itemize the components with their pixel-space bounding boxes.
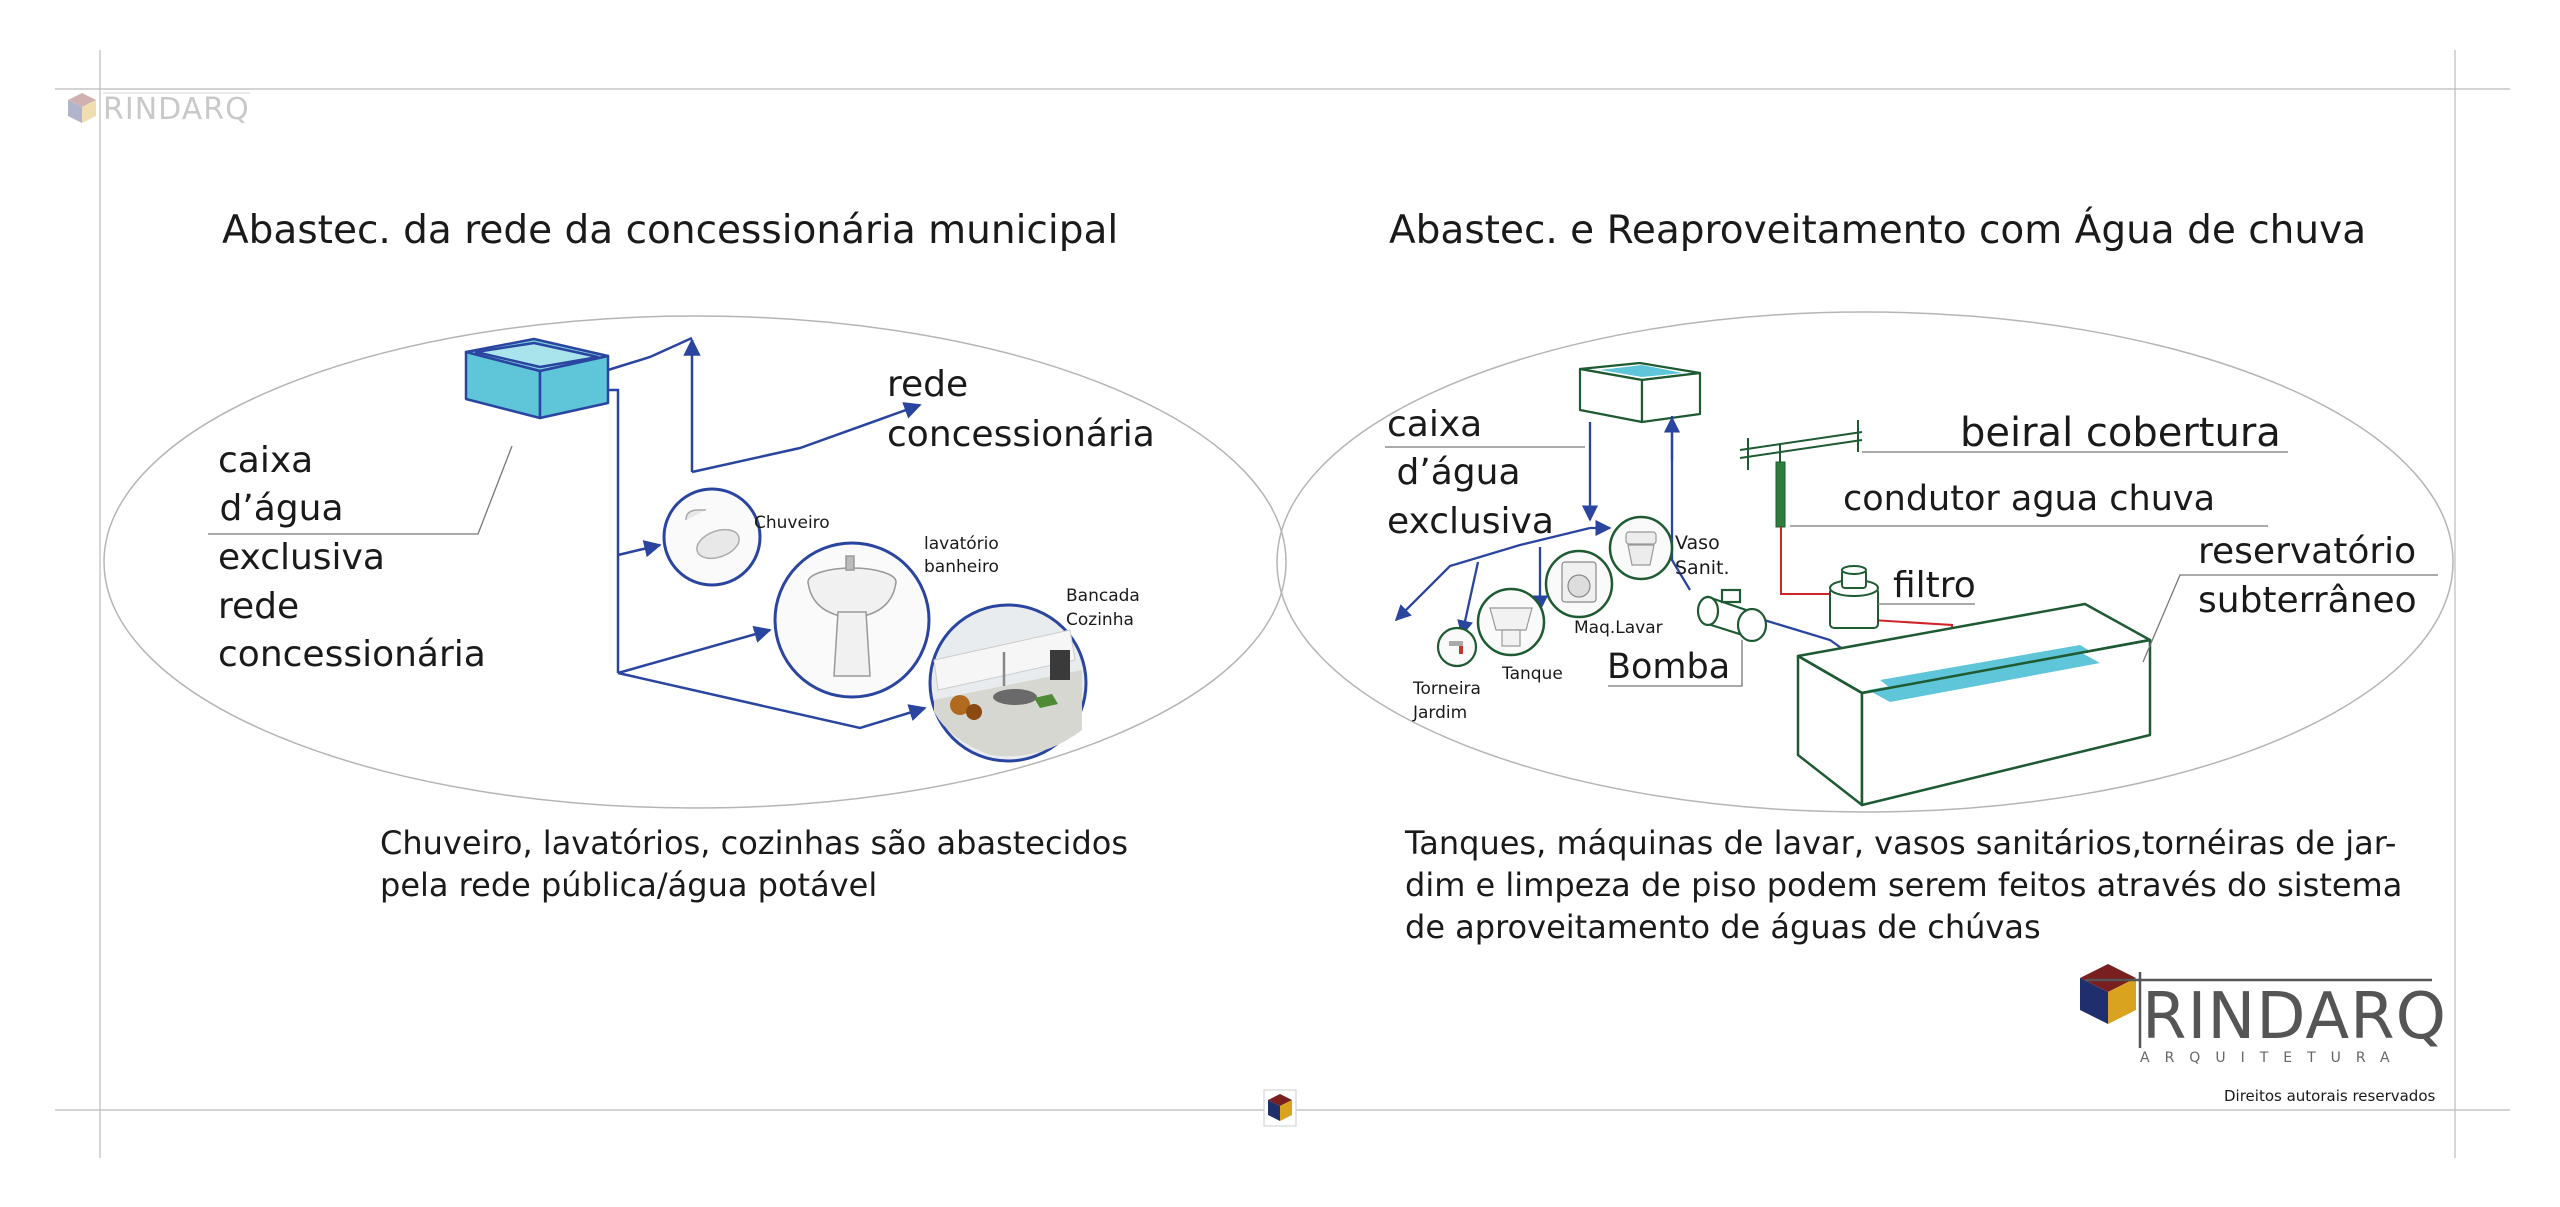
toilet-label: Vaso Sanit. xyxy=(1675,532,1730,579)
svg-text:rede: rede xyxy=(887,364,968,405)
laundry-sink-icon xyxy=(1489,607,1533,647)
svg-text:concessionária: concessionária xyxy=(218,634,486,675)
washer-fixture: Maq.Lavar xyxy=(1544,549,1663,638)
svg-text:dim e limpeza de piso podem se: dim e limpeza de piso podem serem feitos… xyxy=(1405,866,2402,904)
right-tank-label: caixa d’água exclusiva xyxy=(1385,404,1554,542)
svg-text:Torneira: Torneira xyxy=(1412,679,1481,699)
left-supply-label: rede concessionária xyxy=(887,364,1155,455)
sink-label: lavatório banheiro xyxy=(924,534,999,577)
cube-icon xyxy=(2080,964,2136,1024)
svg-text:Tanques, máquinas de lavar, va: Tanques, máquinas de lavar, vasos sanitá… xyxy=(1404,824,2396,862)
svg-text:d’água: d’água xyxy=(1385,452,1521,493)
kitchen-fixture: Bancada Cozinha xyxy=(928,586,1140,763)
garden-tap-icon xyxy=(1449,641,1463,654)
kitchen-counter-icon xyxy=(933,629,1082,757)
watermark-brand-name: RINDARQ xyxy=(103,92,250,127)
washer-label: Maq.Lavar xyxy=(1574,618,1663,638)
shower-fixture: Chuveiro xyxy=(662,487,830,587)
footer-cube-icon xyxy=(1263,1089,1297,1127)
left-water-tank xyxy=(464,337,610,420)
brand-subtitle: ARQUITETURA xyxy=(2140,1050,2405,1066)
filter-label: filtro xyxy=(1893,565,1976,606)
eave-label: beiral cobertura xyxy=(1960,410,2281,456)
filter: filtro xyxy=(1829,565,1976,629)
cube-icon xyxy=(68,93,96,123)
right-title: Abastec. e Reaproveitamento com Água de … xyxy=(1389,206,2366,253)
toilet-icon xyxy=(1625,531,1657,566)
eave xyxy=(1739,420,1863,470)
right-caption: Tanques, máquinas de lavar, vasos sanitá… xyxy=(1404,824,2402,946)
svg-text:exclusiva: exclusiva xyxy=(1387,501,1554,542)
downpipe xyxy=(1775,461,1786,528)
garden-tap-fixture: Torneira Jardim xyxy=(1412,626,1481,723)
kitchen-label: Bancada Cozinha xyxy=(1066,586,1140,630)
underground-reservoir xyxy=(1796,602,2152,807)
svg-text:caixa: caixa xyxy=(1387,404,1482,445)
bathroom-sink-fixture: lavatório banheiro xyxy=(773,534,999,699)
svg-text:subterrâneo: subterrâneo xyxy=(2198,580,2417,621)
shower-head-icon xyxy=(685,509,740,560)
reservoir-label: reservatório subterrâneo xyxy=(2198,531,2417,621)
left-supply-pipes xyxy=(607,336,927,730)
svg-text:rede: rede xyxy=(218,586,299,627)
svg-text:reservatório: reservatório xyxy=(2198,531,2416,572)
washing-machine-icon xyxy=(1561,561,1597,603)
left-tank-label: caixa d’água exclusiva rede concessionár… xyxy=(208,440,486,675)
svg-text:Cozinha: Cozinha xyxy=(1066,610,1134,630)
shower-label: Chuveiro xyxy=(754,513,830,533)
svg-text:exclusiva: exclusiva xyxy=(218,537,385,578)
laundry-tank-fixture: Tanque xyxy=(1476,587,1563,684)
pedestal-sink-icon xyxy=(807,555,897,677)
svg-text:Chuveiro, lavatórios, cozinhas: Chuveiro, lavatórios, cozinhas são abast… xyxy=(380,824,1128,862)
left-caption: Chuveiro, lavatórios, cozinhas são abast… xyxy=(380,824,1128,904)
left-tank-label-leader xyxy=(208,445,513,535)
toilet-fixture: Vaso Sanit. xyxy=(1608,515,1730,581)
svg-text:caixa: caixa xyxy=(218,440,313,481)
left-title: Abastec. da rede da concessionária munic… xyxy=(222,208,1118,253)
page-frame xyxy=(55,50,2510,1158)
svg-text:Sanit.: Sanit. xyxy=(1675,557,1730,579)
svg-text:d’água: d’água xyxy=(208,488,344,529)
left-ellipse xyxy=(103,315,1287,809)
watermark-logo: RINDARQ xyxy=(68,92,250,127)
brand-name: RINDARQ xyxy=(2142,980,2447,1054)
svg-text:concessionária: concessionária xyxy=(887,414,1155,455)
svg-text:lavatório: lavatório xyxy=(924,534,999,554)
svg-text:Vaso: Vaso xyxy=(1675,532,1720,554)
filter-icon xyxy=(1829,565,1879,629)
reservoir-label-leader xyxy=(2142,574,2438,663)
laundry-tank-label: Tanque xyxy=(1501,664,1563,684)
svg-text:de aproveitamento de águas de: de aproveitamento de águas de chúvas xyxy=(1405,908,2041,946)
pump-label-leader xyxy=(1608,640,1743,687)
downpipe-label: condutor agua chuva xyxy=(1843,479,2215,519)
right-water-tank xyxy=(1578,361,1702,424)
pump-icon xyxy=(1696,588,1768,643)
right-ellipse xyxy=(1276,311,2454,813)
svg-text:banheiro: banheiro xyxy=(924,557,999,577)
svg-text:pela rede pública/água potável: pela rede pública/água potável xyxy=(380,866,877,904)
pump: Bomba xyxy=(1607,588,1768,687)
copyright-text: Direitos autorais reservados xyxy=(2224,1087,2436,1105)
brand-logo: RINDARQ ARQUITETURA xyxy=(2080,964,2447,1066)
pump-label: Bomba xyxy=(1607,647,1730,687)
garden-tap-label: Torneira Jardim xyxy=(1412,679,1481,723)
svg-text:Jardim: Jardim xyxy=(1412,703,1467,723)
svg-text:Bancada: Bancada xyxy=(1066,586,1140,606)
